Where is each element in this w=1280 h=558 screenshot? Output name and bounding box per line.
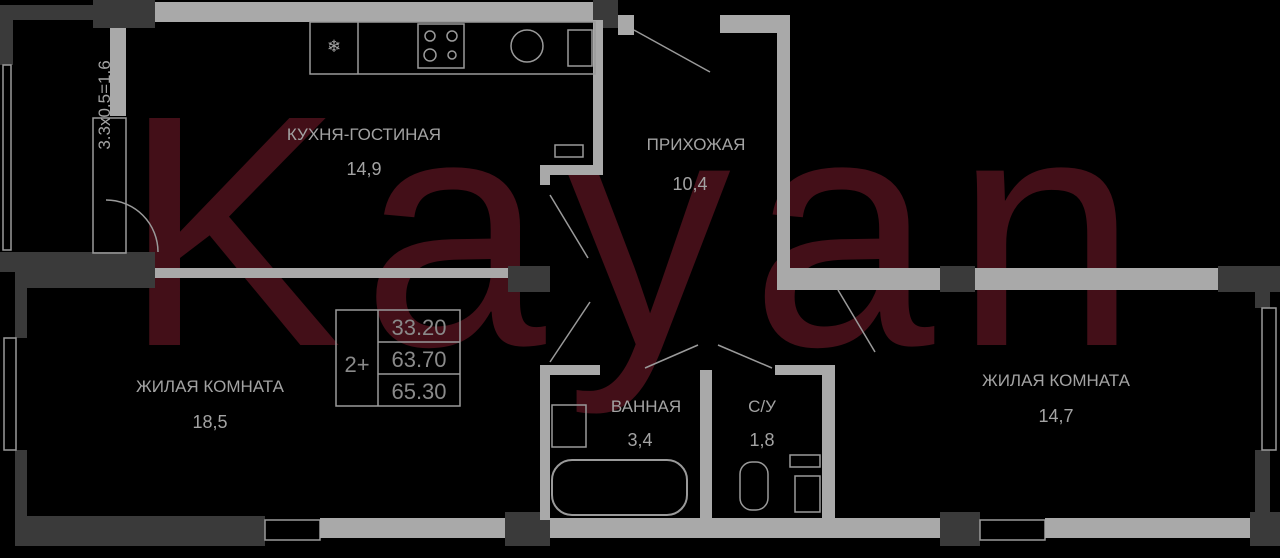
svg-text:❄: ❄ [327,37,341,56]
room-area: 3,4 [627,430,652,450]
total-area-with-balcony: 65.30 [391,379,446,404]
walls [0,0,1280,546]
room-name: ЖИЛАЯ КОМНАТА [136,377,285,396]
room-name: ВАННАЯ [611,397,681,416]
room-name: С/У [748,397,776,416]
stove-icon [417,23,465,69]
room-name: ЖИЛАЯ КОМНАТА [982,371,1131,390]
toilet-icon [739,461,769,511]
bathroom-fixtures [551,404,821,516]
washbasin-icon [551,404,587,448]
radiator-icon [554,144,584,158]
room-area: 14,9 [346,159,381,179]
room-area: 18,5 [192,412,227,432]
area-summary: 2+ 33.20 63.70 65.30 [335,309,461,407]
total-area: 63.70 [391,347,446,372]
kitchen-furniture: ❄ [309,21,596,158]
balcony-dimensions: 3.3x0.5=1.6 [95,60,114,149]
room-area: 1,8 [749,430,774,450]
room-count: 2+ [344,352,369,377]
bathtub-icon [551,459,688,516]
living-area: 33.20 [391,315,446,340]
room-name: КУХНЯ-ГОСТИНАЯ [287,125,441,144]
radiator-icon [789,454,821,468]
sink-icon [510,29,544,63]
room-area: 10,4 [672,174,707,194]
room-area: 14,7 [1038,406,1073,426]
room-name: ПРИХОЖАЯ [647,135,746,154]
watermark: Kayan [122,46,1158,417]
